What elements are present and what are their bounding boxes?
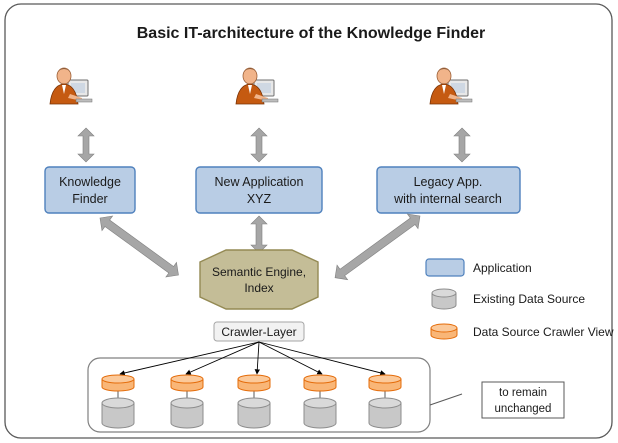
crawler-layer: Crawler-Layer: [213, 321, 305, 342]
legend: Application Existing Data Source Data So…: [425, 258, 614, 340]
crawler-layer-label: Crawler-Layer: [221, 325, 296, 339]
data-source-stack: [101, 374, 135, 429]
app-label-line: XYZ: [247, 192, 272, 206]
semantic-engine-index: Semantic Engine, Index: [199, 249, 319, 310]
double-arrow: [453, 127, 471, 163]
data-source-stack: [237, 374, 271, 429]
legend-label: Application: [473, 261, 532, 275]
legend-label: Existing Data Source: [473, 292, 585, 306]
app-box-legacy-app: Legacy App. with internal search: [376, 166, 521, 214]
app-label-line: Finder: [72, 192, 107, 206]
app-label-line: Knowledge: [59, 175, 121, 189]
data-source-stack: [170, 374, 204, 429]
data-source-stack: [368, 374, 402, 429]
app-box-knowledge-finder: Knowledge Finder: [44, 166, 136, 214]
legend-label: Data Source Crawler View: [473, 325, 614, 339]
double-arrow: [99, 215, 179, 278]
double-arrow: [250, 127, 268, 163]
engine-label-line: Index: [244, 281, 273, 295]
data-source-stack: [303, 374, 337, 429]
diagram-title: Basic IT-architecture of the Knowledge F…: [137, 25, 486, 42]
diagram-frame: [4, 3, 613, 439]
app-box-new-application: New Application XYZ: [195, 166, 323, 214]
app-label-line: Legacy App.: [414, 175, 483, 189]
unchanged-callout: to remain unchanged: [429, 381, 565, 419]
engine-label-line: Semantic Engine,: [212, 265, 306, 279]
double-arrow: [77, 127, 95, 163]
legend-item-crawler-view: Data Source Crawler View: [430, 323, 614, 340]
app-label-line: New Application: [215, 175, 304, 189]
double-arrow: [334, 213, 421, 281]
app-label-line: with internal search: [393, 192, 502, 206]
legend-item-application: Application: [425, 258, 532, 277]
crawler-arrows: [119, 341, 386, 376]
callout-text-line: unchanged: [495, 403, 552, 415]
callout-text-line: to remain: [499, 387, 547, 399]
legend-item-existing-data-source: Existing Data Source: [431, 288, 585, 310]
